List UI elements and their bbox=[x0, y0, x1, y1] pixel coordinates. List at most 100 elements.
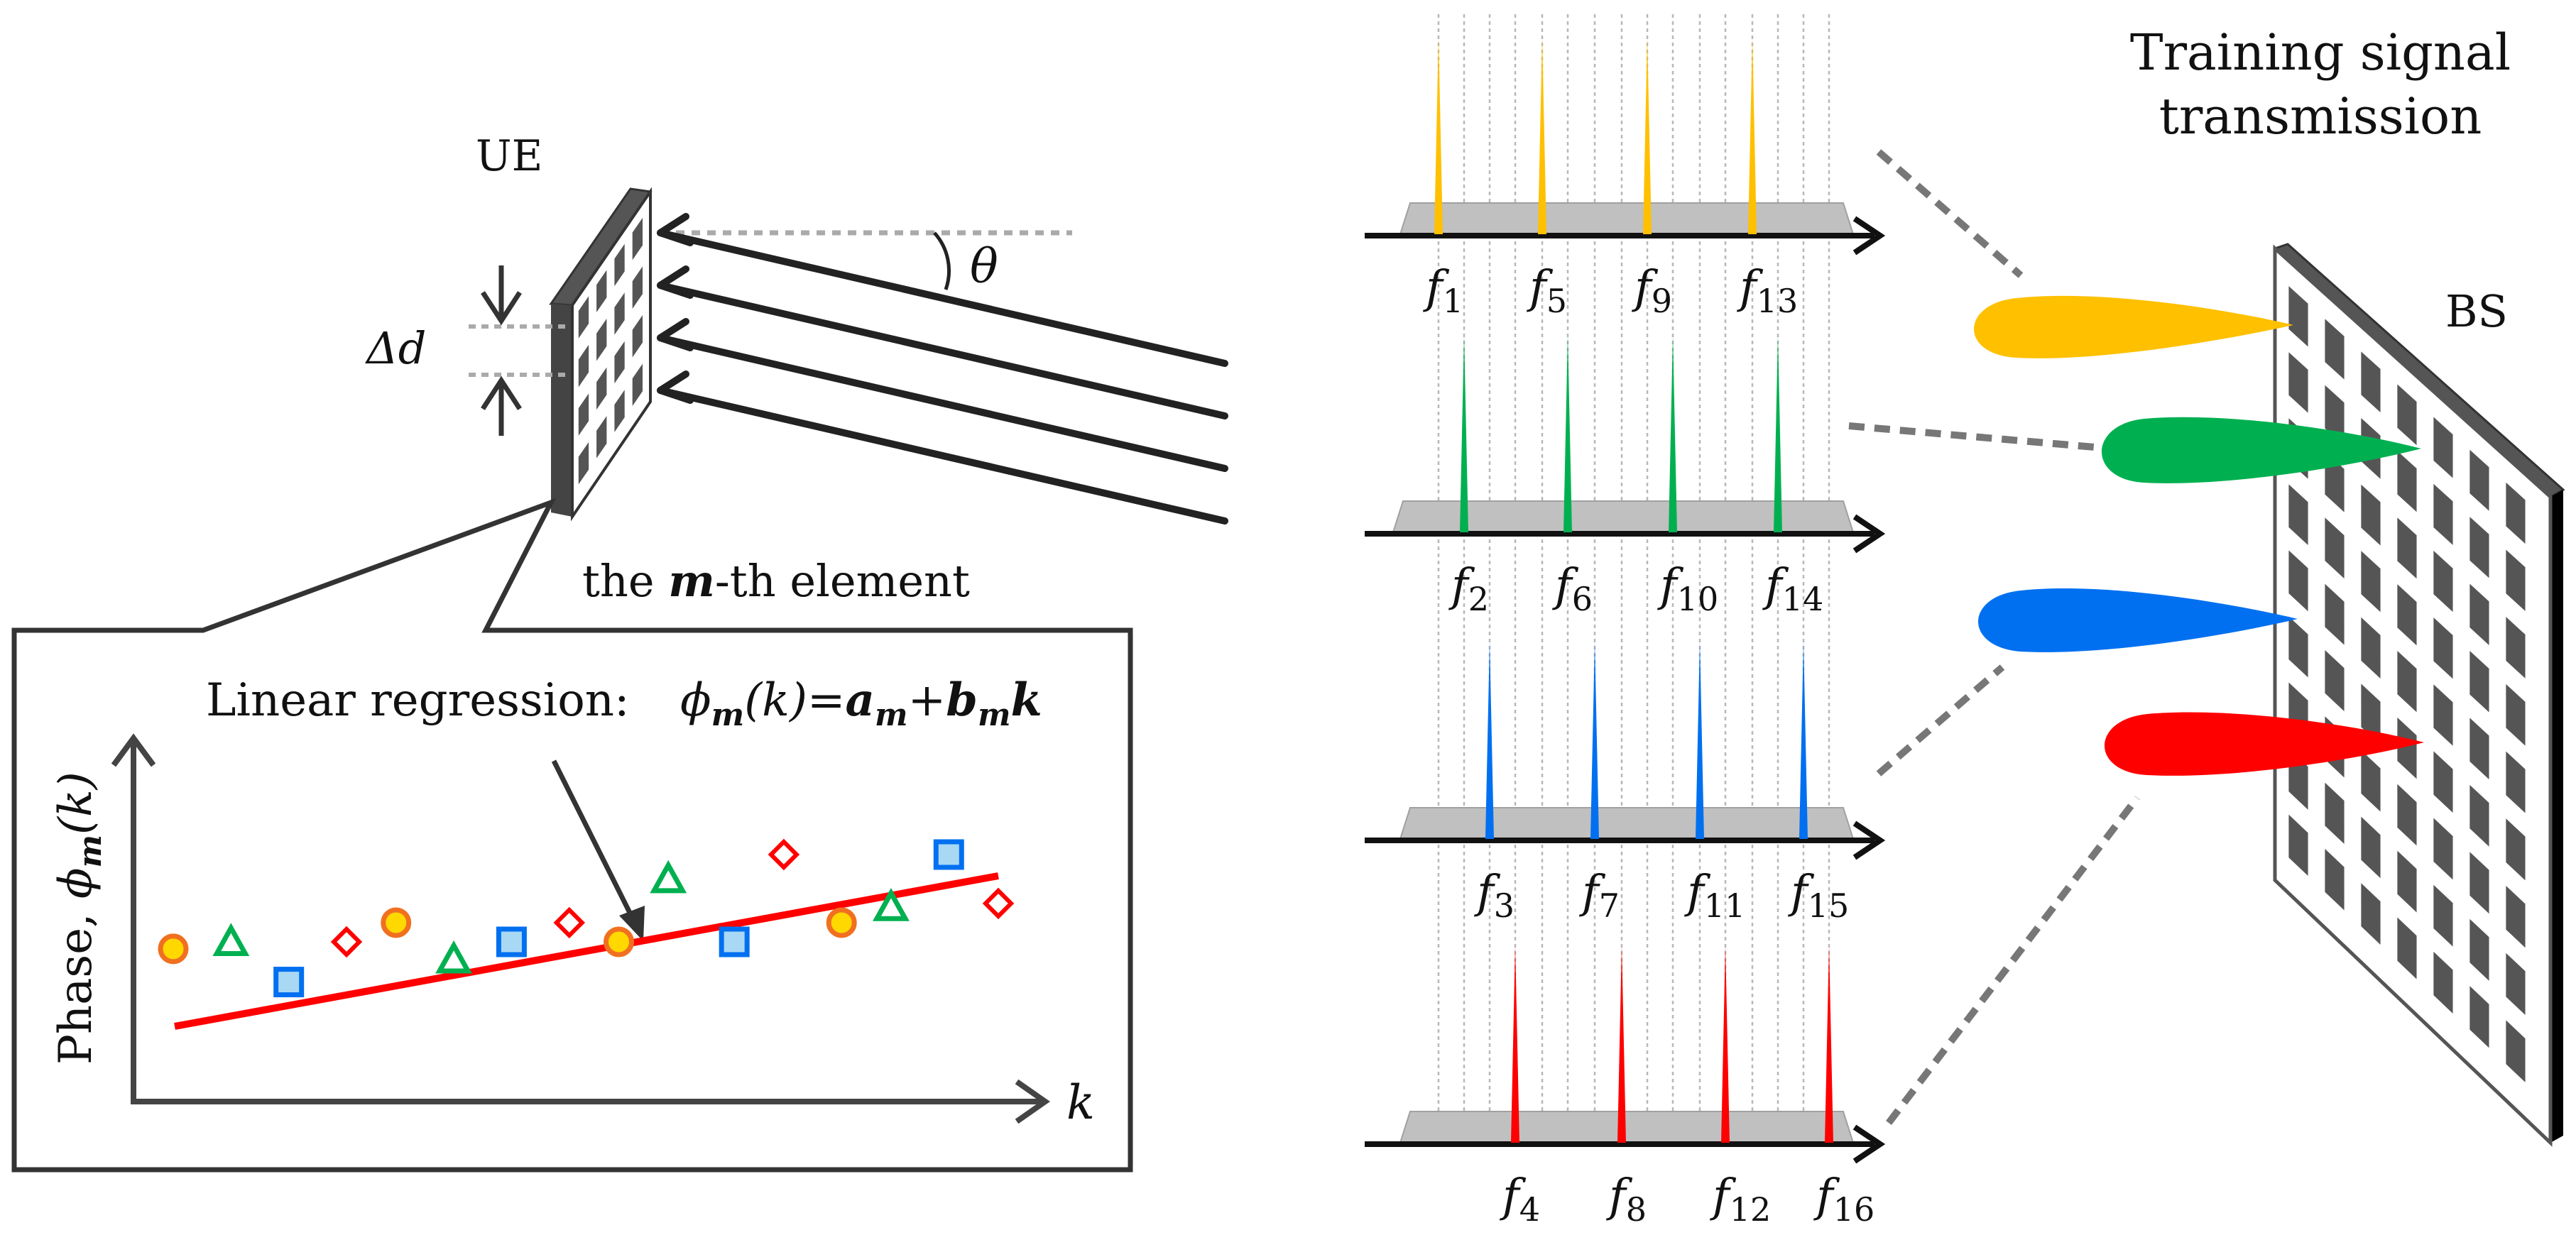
marker-square bbox=[933, 839, 964, 870]
freq-label-f14: f14 bbox=[1762, 559, 1823, 618]
ue-element bbox=[632, 217, 643, 260]
ray-3 bbox=[657, 334, 1228, 472]
beam-connectors bbox=[1848, 149, 2140, 1126]
bs-element bbox=[2288, 286, 2308, 347]
bs-element bbox=[2361, 750, 2381, 812]
bs-element bbox=[2433, 818, 2453, 880]
ue-element bbox=[596, 367, 607, 410]
freq-label-f9: f9 bbox=[1632, 261, 1672, 320]
spectrum-row-3: f3 f7 f11 f15 bbox=[1365, 642, 1886, 925]
bs-element bbox=[2506, 549, 2526, 611]
ray-4 bbox=[657, 387, 1228, 525]
bs-panel bbox=[2273, 243, 2565, 1147]
beam-green bbox=[2102, 417, 2421, 483]
freq-label-f7: f7 bbox=[1579, 866, 1620, 925]
freq-subscript: 11 bbox=[1704, 887, 1746, 925]
freq-label-f12: f12 bbox=[1710, 1170, 1771, 1229]
ue-element bbox=[632, 363, 643, 407]
bs-element bbox=[2469, 583, 2489, 645]
delta-d-marker bbox=[469, 265, 568, 436]
bs-label: BS bbox=[2445, 285, 2508, 337]
band-trapezoid bbox=[1399, 1111, 1855, 1143]
freq-label-f3: f3 bbox=[1474, 866, 1515, 925]
y-axis-label: Phase, ϕm(k) bbox=[50, 772, 109, 1065]
bs-element bbox=[2469, 517, 2489, 578]
bs-element bbox=[2433, 618, 2453, 679]
bs-element bbox=[2506, 751, 2526, 813]
subcarrier-peak-f10 bbox=[1669, 335, 1677, 532]
bs-element bbox=[2361, 484, 2381, 546]
bs-element bbox=[2433, 483, 2453, 545]
incident-rays bbox=[657, 213, 1228, 525]
freq-subscript: 9 bbox=[1652, 282, 1672, 320]
bs-element bbox=[2397, 850, 2417, 913]
element-caption-m: m bbox=[668, 555, 715, 607]
bs-element bbox=[2469, 986, 2489, 1048]
ue-element bbox=[614, 292, 625, 335]
ue-element bbox=[596, 319, 607, 361]
subcarrier-peak-f15 bbox=[1799, 642, 1808, 839]
bs-element bbox=[2506, 953, 2526, 1016]
freq-subscript: 3 bbox=[1494, 887, 1515, 925]
frequency-axis-arrow-icon bbox=[1852, 514, 1886, 554]
bs-element bbox=[2433, 751, 2453, 813]
bs-element bbox=[2325, 848, 2345, 911]
bs-element bbox=[2469, 784, 2489, 847]
ue-element bbox=[596, 270, 607, 312]
bs-element bbox=[2506, 617, 2526, 679]
eq-a: a bbox=[846, 674, 875, 727]
ue-element bbox=[578, 344, 589, 388]
ue-element bbox=[578, 296, 589, 339]
theta-label: θ bbox=[970, 239, 998, 294]
ue-element bbox=[596, 416, 607, 459]
freq-subscript: 16 bbox=[1833, 1190, 1875, 1229]
bs-element bbox=[2288, 484, 2308, 545]
regression-equation: ϕm(k)=am+bmk bbox=[680, 674, 1042, 733]
subcarrier-peak-f5 bbox=[1538, 37, 1546, 234]
freq-label-f5: f5 bbox=[1527, 261, 1567, 320]
bs-element bbox=[2433, 417, 2453, 478]
freq-label-f8: f8 bbox=[1606, 1170, 1647, 1229]
eq-a-sub: m bbox=[875, 697, 908, 733]
band-trapezoid bbox=[1399, 807, 1855, 840]
marker-square bbox=[273, 967, 305, 998]
bs-element bbox=[2433, 550, 2453, 613]
arrow-down-icon bbox=[481, 291, 522, 326]
bs-antenna-elements bbox=[2288, 286, 2526, 1082]
bs-element bbox=[2325, 583, 2345, 645]
freq-label-f15: f15 bbox=[1788, 866, 1849, 925]
bs-element bbox=[2397, 451, 2417, 512]
subcarrier-peak-f9 bbox=[1643, 37, 1652, 234]
ue-element bbox=[614, 243, 625, 287]
element-caption: the m-th element bbox=[582, 555, 970, 607]
marker-diamond bbox=[982, 887, 1015, 920]
bs-element bbox=[2361, 351, 2381, 412]
subcarrier-peak-f6 bbox=[1563, 335, 1572, 532]
subcarrier-peak-f16 bbox=[1825, 945, 1833, 1143]
plot-axes bbox=[111, 733, 1050, 1124]
bs-element bbox=[2397, 784, 2417, 846]
bs-element bbox=[2288, 550, 2308, 612]
connector-3 bbox=[1876, 664, 2005, 776]
bs-element bbox=[2506, 684, 2526, 746]
arrowhead-1 bbox=[657, 213, 694, 246]
eq-b-sub: m bbox=[978, 697, 1011, 733]
beam-red bbox=[2105, 712, 2424, 776]
bs-element bbox=[2397, 717, 2417, 779]
bs-element bbox=[2469, 449, 2489, 511]
beam-blue bbox=[1978, 588, 2298, 652]
freq-label-f11: f11 bbox=[1684, 866, 1745, 925]
ue-element bbox=[614, 341, 625, 384]
bs-element bbox=[2288, 616, 2308, 678]
ue-antenna-elements bbox=[578, 217, 643, 485]
bs-element bbox=[2325, 782, 2345, 845]
freq-subscript: 6 bbox=[1572, 580, 1593, 618]
arrowhead-3 bbox=[657, 318, 694, 351]
bs-element bbox=[2469, 718, 2489, 780]
freq-label-f16: f16 bbox=[1813, 1170, 1874, 1229]
eq-phi: ϕ bbox=[680, 674, 711, 727]
regression-line bbox=[174, 872, 999, 1030]
delta-d-label: Δd bbox=[365, 322, 426, 374]
bs-element bbox=[2361, 816, 2381, 879]
